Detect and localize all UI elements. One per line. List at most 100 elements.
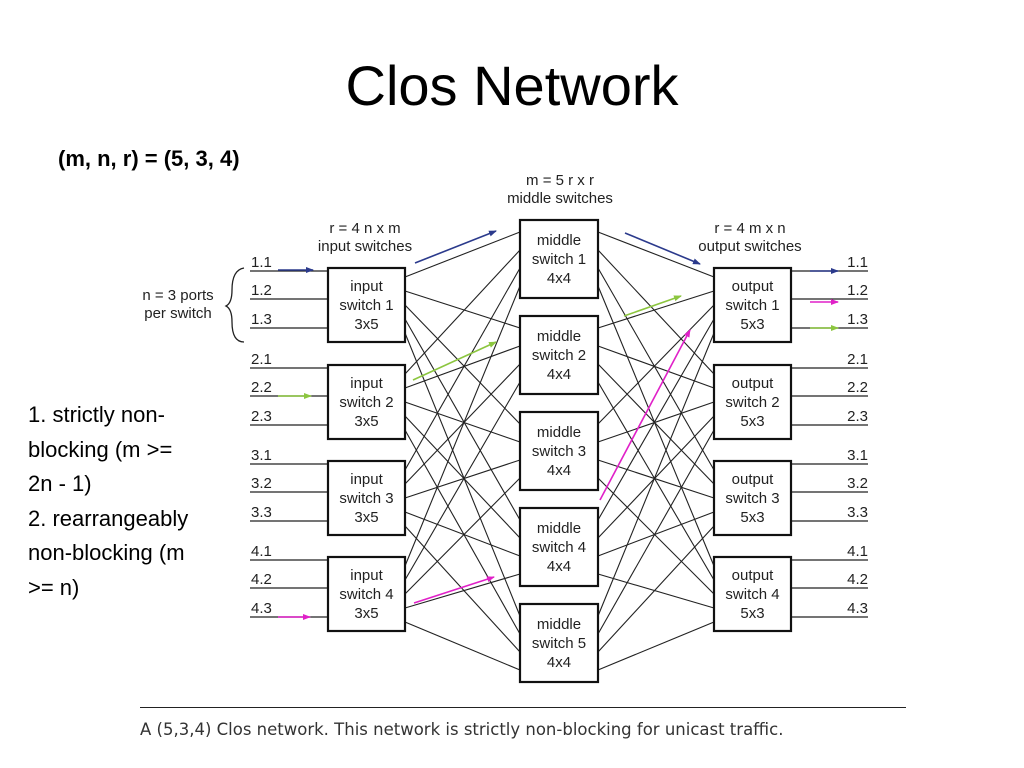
middle-switch-1-label: 4x4 [547,270,571,287]
link-middle-output [597,267,715,471]
input-switch-3-label: 3x5 [354,509,378,526]
link-input-middle [404,401,521,443]
output-port-label: 3.3 [847,504,868,521]
output-port-label: 3.2 [847,475,868,492]
route-arrows [278,230,839,620]
middle-switch-5-label: middle [537,616,581,633]
input-port-label: 1.3 [251,311,272,328]
input-port-label: 4.3 [251,600,272,617]
middle-switch-5-label: switch 5 [532,635,586,652]
link-input-middle [404,621,521,671]
caption-divider [140,707,906,708]
output-port-label: 2.1 [847,351,868,368]
link-input-middle [404,525,521,653]
output-port-label: 4.3 [847,600,868,617]
link-middle-output [597,621,715,671]
note-line: >= n) [28,574,80,600]
middle-switch-2-label: switch 2 [532,347,586,364]
link-middle-output [597,285,715,567]
middle-switch-2-frame [518,314,600,396]
route-arrow-icon [412,341,497,381]
middle-switch-2-label: middle [537,328,581,345]
middle-switch-1: middle switch 1 4x4 [518,218,600,300]
link-input-middle [404,477,521,595]
output-switch-1-frame [712,266,793,344]
note-line: 2. rearrangeably [28,505,189,531]
link-middle-output [597,525,715,653]
output-switch-4-label: switch 4 [725,586,779,603]
output-switch-4-frame [712,555,793,633]
input-switch-4-label: switch 4 [339,586,393,603]
output-port-label: 1.3 [847,311,868,328]
link-middle-output [597,332,715,617]
link-middle-output [597,345,715,389]
slide-title: Clos Network [345,54,679,117]
link-input-middle [404,267,521,471]
link-input-middle [404,573,521,609]
input-port-label: 3.3 [251,504,272,521]
middle-switch-3-frame [518,410,600,492]
link-input-middle [404,290,521,329]
input-port-label: 2.2 [251,379,272,396]
middle-switch-5-frame [518,602,600,684]
link-middle-output [597,249,715,375]
input-switch-3-label: input [350,471,383,488]
output-switch-3-label: switch 3 [725,490,779,507]
input-switch-3-frame [326,459,407,537]
middle-header-formula: m = 5 r x r [526,172,594,189]
route-arrow-icon [599,329,691,501]
output-switch-2-label: 5x3 [740,413,764,430]
link-input-middle [404,318,521,521]
input-port-label: 3.2 [251,475,272,492]
link-input-middle [404,381,521,581]
middle-switch-4-label: switch 4 [532,539,586,556]
figure-caption: A (5,3,4) Clos network. This network is … [140,720,784,739]
link-input-middle [404,249,521,375]
link-middle-output [597,290,715,329]
link-middle-output [597,231,715,278]
input-switch-1: input switch 1 3x5 [326,266,407,344]
note-line: 1. strictly non- [28,402,165,427]
input-port-label: 2.3 [251,408,272,425]
link-input-middle [404,415,521,539]
input-switch-1-label: switch 1 [339,297,393,314]
middle-switch-1-label: middle [537,232,581,249]
input-switch-2-frame [326,363,407,441]
link-middle-output [597,401,715,443]
route-arrow-icon [413,576,495,604]
output-switch-1-label: 5x3 [740,316,764,333]
port-lines: 1.11.21.32.12.22.33.13.23.34.14.24.31.11… [250,254,868,618]
output-switch-4-label: output [732,567,775,584]
input-switch-1-label: input [350,278,383,295]
input-switch-2-label: 3x5 [354,413,378,430]
input-switch-1-label: 3x5 [354,316,378,333]
output-header-label: output switches [698,238,801,255]
link-middle-output [597,415,715,539]
output-header-formula: r = 4 m x n [714,220,785,237]
output-switch-1-label: switch 1 [725,297,779,314]
output-switch-3-label: output [732,471,775,488]
middle-switch-1-label: switch 1 [532,251,586,268]
link-input-middle [404,285,521,567]
link-middle-output [597,573,715,609]
input-switch-1-frame [326,266,407,344]
note-line: blocking (m >= [28,436,173,462]
route-arrow-icon [414,230,497,264]
input-port-label: 4.1 [251,543,272,560]
output-port-label: 1.2 [847,282,868,299]
middle-switch-4-label: middle [537,520,581,537]
link-middle-output [597,363,715,485]
input-switch-2-label: switch 2 [339,394,393,411]
link-input-middle [404,304,521,425]
output-switch-4-label: 5x3 [740,605,764,622]
route-arrow-icon [623,295,682,317]
input-switch-4-label: input [350,567,383,584]
ports-brace-label: n = 3 ports [142,287,213,304]
link-middle-output [597,304,715,425]
link-middle-output [597,318,715,521]
